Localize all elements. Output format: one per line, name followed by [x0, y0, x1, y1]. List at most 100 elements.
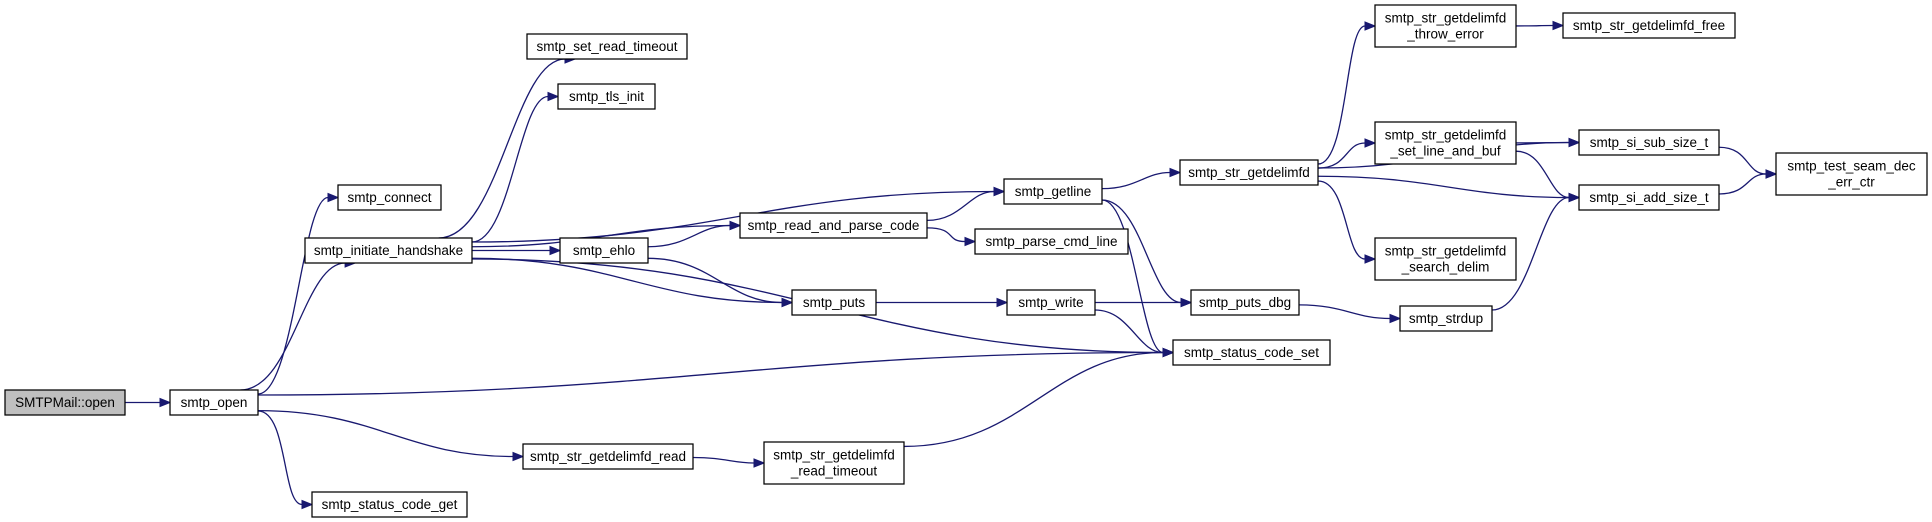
edge-line	[471, 95, 549, 243]
node-ehlo[interactable]: smtp_ehlo	[559, 237, 649, 264]
node-label: _search_delim	[1401, 260, 1490, 275]
node-puts_dbg[interactable]: smtp_puts_dbg	[1190, 289, 1300, 316]
arrow-head-icon	[781, 297, 794, 308]
node-label: smtp_set_read_timeout	[536, 39, 677, 54]
node-connect[interactable]: smtp_connect	[337, 184, 442, 211]
node-read_timeout_set[interactable]: smtp_set_read_timeout	[526, 33, 688, 60]
node-si_sub[interactable]: smtp_si_sub_size_t	[1578, 129, 1720, 156]
node-box	[1578, 129, 1720, 156]
node-label: smtp_str_getdelimfd	[1385, 11, 1507, 26]
node-gd[interactable]: smtp_str_getdelimfd	[1179, 159, 1319, 186]
node-label: smtp_str_getdelimfd	[773, 448, 895, 463]
node-box	[311, 491, 468, 518]
node-status_set[interactable]: smtp_status_code_set	[1172, 339, 1331, 366]
node-strdup[interactable]: smtp_strdup	[1399, 305, 1493, 332]
edge-si_add-to-seam	[1718, 169, 1778, 195]
node-label: _err_ctr	[1827, 175, 1875, 190]
arrow-head-icon	[301, 499, 314, 510]
edge-line	[1491, 196, 1570, 311]
edge-line	[1515, 150, 1570, 199]
arrow-head-icon	[1169, 167, 1182, 178]
node-gd_throw[interactable]: smtp_str_getdelimfd_throw_error	[1374, 4, 1517, 48]
arrow-head-icon	[1568, 192, 1581, 203]
arrow-head-icon	[729, 220, 742, 231]
node-gd_read_timeout[interactable]: smtp_str_getdelimfd_read_timeout	[763, 441, 905, 485]
node-parse_cmd[interactable]: smtp_parse_cmd_line	[974, 228, 1129, 255]
node-label: smtp_str_getdelimfd	[1385, 244, 1507, 259]
arrow-head-icon	[993, 186, 1006, 197]
node-handshake[interactable]: smtp_initiate_handshake	[304, 237, 473, 264]
edge-gd_read-to-gd_read_timeout	[692, 456, 766, 468]
node-gd_read[interactable]: smtp_str_getdelimfd_read	[522, 443, 694, 470]
node-label: smtp_write	[1018, 295, 1083, 310]
node-root[interactable]: SMTPMail::open	[4, 389, 126, 416]
arrow-head-icon	[512, 451, 525, 462]
node-label: smtp_open	[181, 395, 248, 410]
arrow-head-icon	[547, 91, 560, 102]
arrow-head-icon	[1162, 347, 1175, 358]
node-box	[1562, 12, 1736, 39]
edge-handshake-to-tls_init	[471, 91, 560, 243]
edge-open-to-connect	[257, 192, 340, 395]
node-open[interactable]: smtp_open	[169, 389, 259, 416]
edge-line	[1317, 25, 1366, 165]
edge-line	[926, 190, 995, 222]
node-si_add[interactable]: smtp_si_add_size_t	[1578, 184, 1720, 211]
edge-ehlo-to-read_parse	[647, 220, 742, 248]
node-status_get[interactable]: smtp_status_code_get	[311, 491, 468, 518]
edge-line	[471, 224, 731, 248]
edge-handshake-to-puts	[471, 257, 794, 308]
node-box	[526, 33, 688, 60]
node-box	[1399, 305, 1493, 332]
node-box	[1578, 184, 1720, 211]
node-gd_search[interactable]: smtp_str_getdelimfd_search_delim	[1374, 237, 1517, 281]
edge-line	[240, 262, 346, 391]
edge-gd-to-si_add	[1317, 175, 1581, 203]
edge-line	[1094, 309, 1164, 354]
node-label: smtp_status_code_get	[322, 497, 458, 512]
node-label: smtp_strdup	[1409, 311, 1483, 326]
edge-open-to-gd_read	[257, 409, 525, 462]
node-gd_free[interactable]: smtp_str_getdelimfd_free	[1562, 12, 1736, 39]
edge-line	[1101, 199, 1164, 354]
arrow-head-icon	[1552, 20, 1565, 31]
node-write[interactable]: smtp_write	[1006, 289, 1096, 316]
edge-read_parse-to-getline	[926, 186, 1006, 222]
edge-line	[257, 351, 1164, 396]
node-box	[169, 389, 259, 416]
node-box	[763, 441, 905, 485]
node-box	[1374, 237, 1517, 281]
edge-gd-to-gd_set_line	[1317, 138, 1377, 169]
arrow-head-icon	[549, 245, 562, 256]
node-box	[522, 443, 694, 470]
edge-strdup-to-si_add	[1491, 192, 1581, 311]
arrow-head-icon	[1364, 21, 1377, 31]
edge-read_parse-to-parse_cmd	[926, 227, 977, 247]
node-label: smtp_read_and_parse_code	[748, 218, 920, 233]
node-gd_set_line[interactable]: smtp_str_getdelimfd_set_line_and_buf	[1374, 121, 1517, 165]
node-box	[559, 237, 649, 264]
node-box	[1006, 289, 1096, 316]
edge-handshake-to-read_timeout_set	[438, 54, 577, 239]
edge-write-to-puts_dbg	[1095, 297, 1193, 308]
arrow-head-icon	[964, 236, 977, 247]
node-seam[interactable]: smtp_test_seam_dec_err_ctr	[1775, 152, 1928, 196]
edge-gd_read_timeout-to-status_set	[903, 347, 1175, 448]
node-label: smtp_tls_init	[569, 89, 644, 104]
node-label: smtp_test_seam_dec	[1787, 159, 1916, 174]
edge-gd_set_line-to-si_sub	[1515, 137, 1581, 148]
node-label: _read_timeout	[790, 464, 878, 479]
node-box	[304, 237, 473, 264]
edge-gd-to-gd_search	[1317, 180, 1377, 264]
node-box	[4, 389, 126, 416]
node-box	[1172, 339, 1331, 366]
node-tls_init[interactable]: smtp_tls_init	[557, 83, 656, 110]
node-getline[interactable]: smtp_getline	[1003, 178, 1103, 205]
node-read_parse[interactable]: smtp_read_and_parse_code	[739, 212, 928, 239]
edge-line	[1298, 304, 1391, 320]
edge-handshake-to-ehlo	[471, 245, 562, 256]
edge-open-to-handshake	[240, 258, 357, 391]
node-puts[interactable]: smtp_puts	[791, 289, 877, 316]
